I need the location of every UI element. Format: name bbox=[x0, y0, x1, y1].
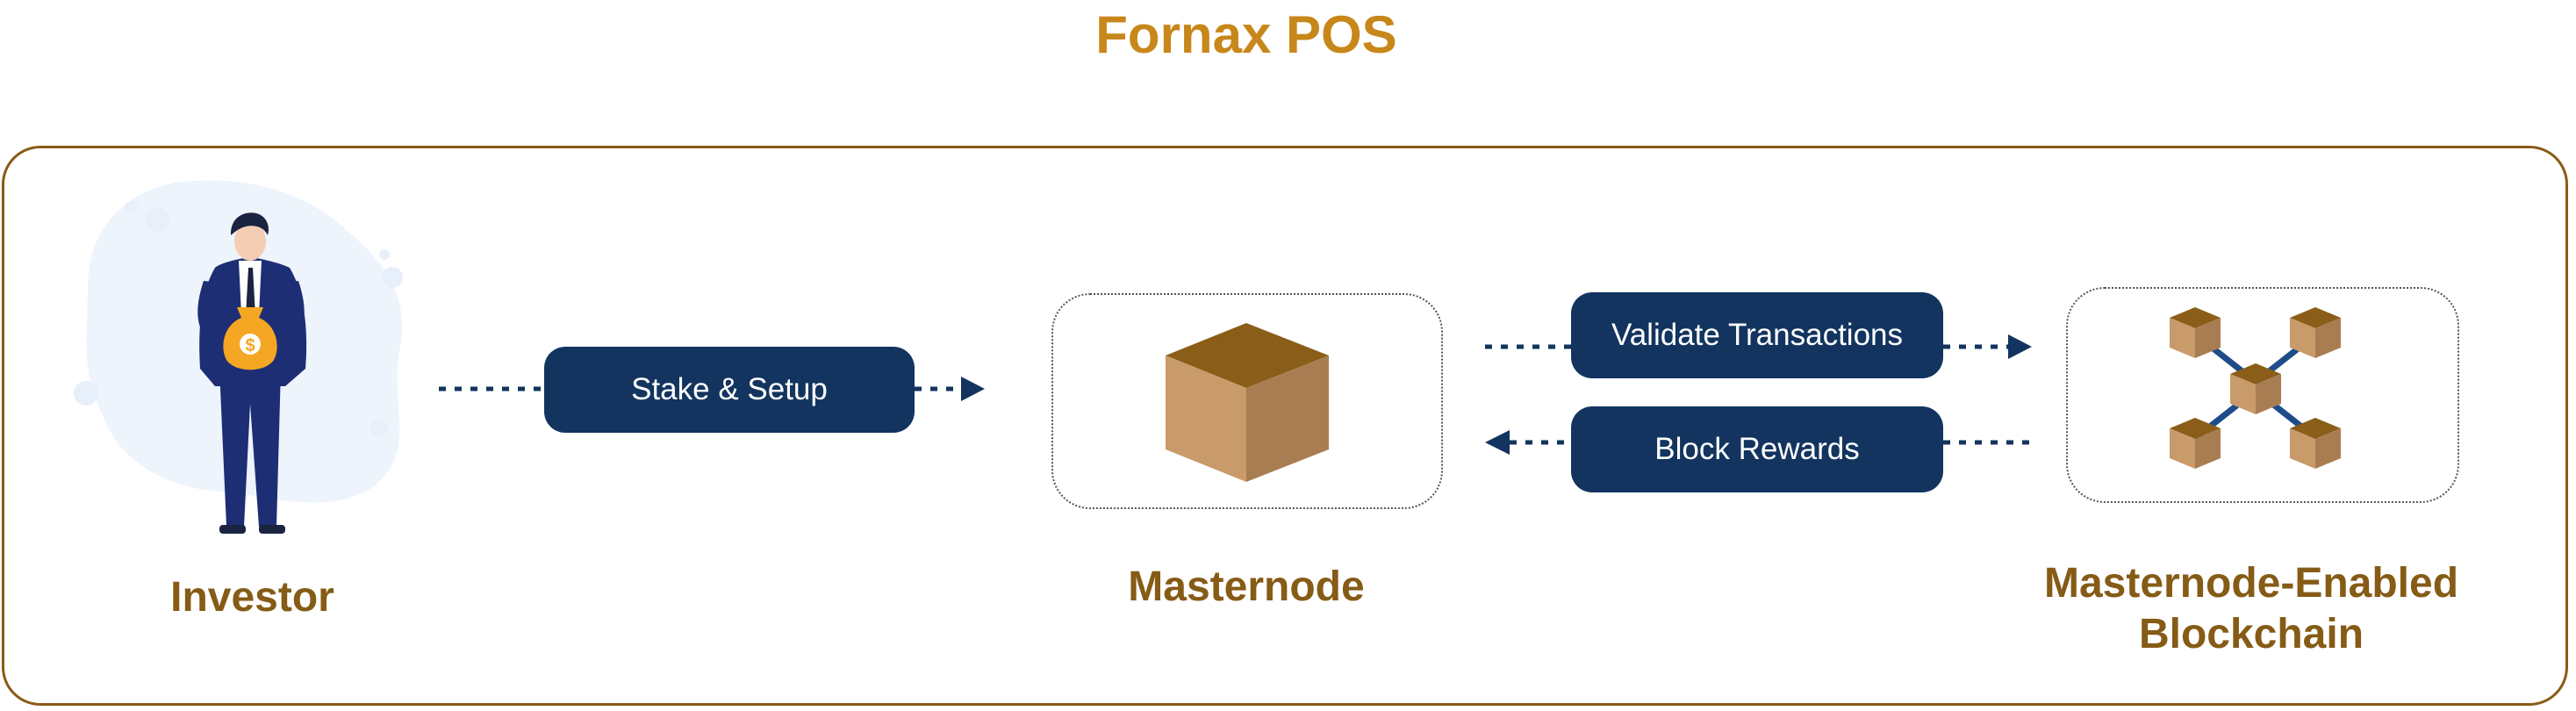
masternode-box bbox=[1051, 293, 1443, 509]
label-masternode: Masternode bbox=[1128, 564, 1365, 610]
arrowhead-to-blockchain bbox=[2008, 334, 2032, 359]
step-block-rewards: Block Rewards bbox=[1571, 406, 1943, 492]
businessman-money-bag-icon: $ bbox=[74, 180, 403, 534]
label-blockchain-line1: Masternode-Enabled bbox=[2043, 560, 2459, 607]
dollar-icon: $ bbox=[245, 336, 255, 356]
diagram-frame bbox=[2, 146, 2568, 706]
step-stake-setup: Stake & Setup bbox=[544, 347, 915, 433]
blockchain-box bbox=[2066, 287, 2459, 503]
arrowhead-to-masternode bbox=[961, 377, 985, 401]
label-investor: Investor bbox=[170, 574, 334, 621]
label-blockchain: Masternode-Enabled Blockchain bbox=[1992, 558, 2510, 660]
network-cubes-icon bbox=[2170, 307, 2341, 469]
cube-icon bbox=[1166, 323, 1329, 482]
label-blockchain-line2: Blockchain bbox=[2138, 611, 2364, 657]
step-validate-transactions: Validate Transactions bbox=[1571, 292, 1943, 378]
arrowhead-to-masternode-rewards bbox=[1485, 430, 1510, 455]
diagram-title: Fornax POS bbox=[1095, 5, 1397, 64]
